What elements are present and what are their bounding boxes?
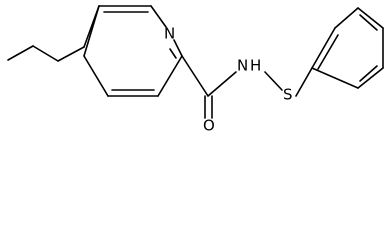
phenyl-bond-5-inner — [359, 65, 378, 82]
bond-c2-c3 — [32, 45, 59, 62]
amide-hydrogen-label: H — [250, 57, 261, 75]
phenyl-bond-1-inner — [317, 34, 339, 70]
ring-bond-3 — [173, 39, 183, 57]
sulfur-label: S — [283, 86, 293, 104]
bond-c1-c2 — [7, 45, 34, 61]
ring-bond-6b — [83, 5, 100, 57]
carbonyl-oxygen-label: O — [203, 117, 215, 133]
ring-bond-2 — [150, 5, 167, 28]
phenyl-bond-6 — [311, 67, 359, 89]
pyridine-nitrogen-label: N — [164, 25, 175, 43]
bond-s-phenyl — [295, 67, 313, 97]
phenyl-bond-5 — [357, 67, 384, 89]
amide-nitrogen-label: N — [237, 57, 248, 75]
amide-group — [181, 55, 283, 119]
bond-carbonyl-n — [207, 71, 237, 97]
phenyl-bond-1 — [311, 27, 336, 69]
ring-bond-3-inner — [169, 48, 177, 59]
ring-bond-6 — [83, 55, 109, 97]
phenyl-bond-3 — [357, 7, 384, 29]
pyridine-ring — [83, 5, 183, 97]
bond-c3-c4 — [57, 46, 85, 62]
ring-bond-4 — [157, 55, 183, 97]
phenyl-bond-3-inner — [359, 14, 378, 31]
bond-ring-carbonyl — [181, 55, 209, 97]
chemical-structure: N O N H S — [7, 5, 384, 133]
phenyl-ring — [295, 7, 384, 97]
bond-n-s — [264, 71, 283, 91]
phenyl-bond-2 — [334, 7, 359, 29]
